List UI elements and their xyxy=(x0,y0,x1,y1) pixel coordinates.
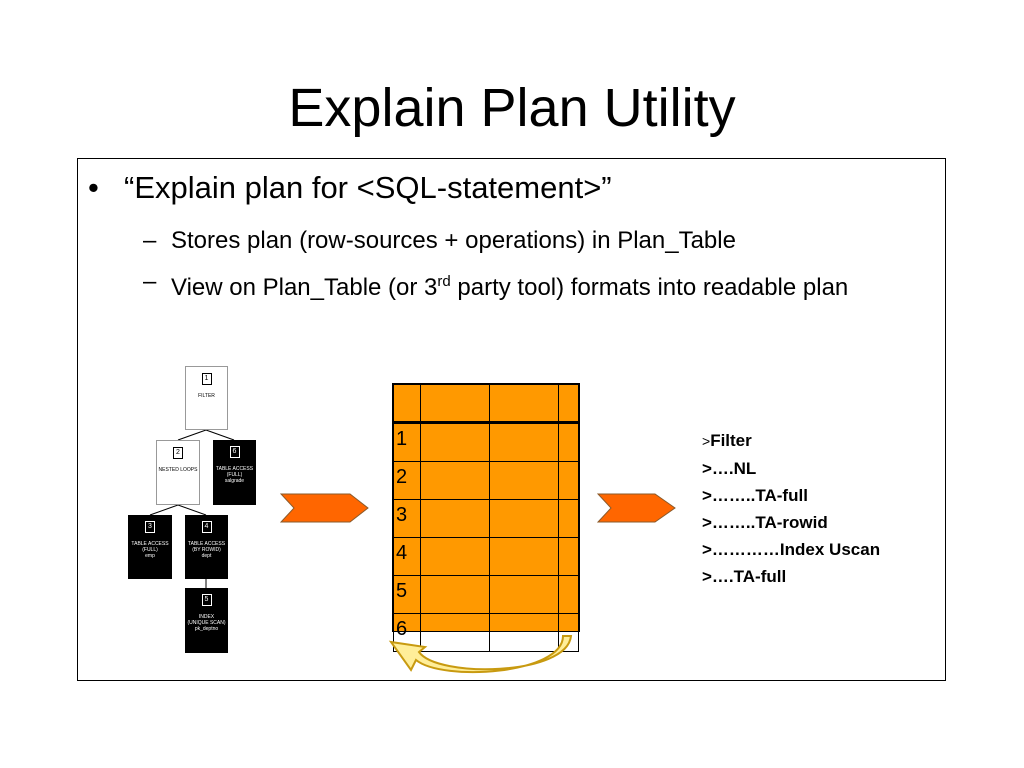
output-text: >…………Index Uscan xyxy=(702,540,881,559)
row-number: 2 xyxy=(393,461,421,500)
content-frame xyxy=(77,158,946,681)
bullet-main: • “Explain plan for <SQL-statement>” xyxy=(88,168,612,208)
readable-plan-output: >Filter >….NL >……..TA-full >……..TA-rowid… xyxy=(702,427,880,590)
output-line: >….TA-full xyxy=(702,563,880,590)
node-access-mode: (FULL) xyxy=(226,472,243,478)
sub-bullet-1-text: Stores plan (row-sources + operations) i… xyxy=(171,227,736,254)
node-label: FILTER xyxy=(198,393,215,399)
node-label: TABLE ACCESS xyxy=(215,466,254,472)
output-line: >….NL xyxy=(702,455,880,482)
row-number: 3 xyxy=(393,499,421,538)
output-line: >…………Index Uscan xyxy=(702,536,880,563)
output-text: Filter xyxy=(710,431,752,450)
row-number: 4 xyxy=(393,537,421,576)
output-text: >….NL xyxy=(702,459,757,478)
node-object: emp xyxy=(145,553,155,559)
output-line: >Filter xyxy=(702,427,880,455)
node-label: TABLE ACCESS xyxy=(131,541,169,547)
output-text: >……..TA-full xyxy=(702,486,808,505)
curved-return-arrow-icon xyxy=(388,635,573,674)
bullet-main-text: “Explain plan for <SQL-statement>” xyxy=(124,170,612,205)
sub-bullet-2-part-b: party tool) formats into readable plan xyxy=(450,274,849,301)
sub-bullet-2-text: View on Plan_Table (or 3rd party tool) f… xyxy=(171,266,931,304)
node-number: 2 xyxy=(173,447,183,459)
sub-bullet-2-superscript: rd xyxy=(437,273,451,290)
slide-title: Explain Plan Utility xyxy=(288,78,736,138)
node-number: 5 xyxy=(201,594,212,606)
output-text: >……..TA-rowid xyxy=(702,513,828,532)
arrow-right-icon xyxy=(280,493,369,523)
node-object: salgrade xyxy=(224,478,245,484)
sub-bullet-2-part-a: View on Plan_Table (or 3 xyxy=(171,274,438,301)
node-label: NESTED LOOPS xyxy=(158,467,198,473)
output-line: >……..TA-full xyxy=(702,482,880,509)
plan-node-filter: 1 FILTER xyxy=(185,366,228,430)
row-number: 1 xyxy=(393,422,421,462)
bullet-symbol: • xyxy=(88,170,99,205)
plan-node-index-unique-scan: 5 INDEX (UNIQUE SCAN) pk_deptno xyxy=(185,588,228,653)
tree-connectors xyxy=(149,429,235,588)
node-object: pk_deptno xyxy=(194,626,219,632)
row-number: 5 xyxy=(393,575,421,614)
node-number: 6 xyxy=(229,446,240,458)
plan-node-table-access-emp: 3 TABLE ACCESS (FULL) emp xyxy=(128,515,172,579)
node-number: 1 xyxy=(201,373,212,385)
node-label: INDEX xyxy=(198,614,215,620)
output-prefix: > xyxy=(702,433,711,449)
node-label: TABLE ACCESS xyxy=(187,541,226,547)
node-number: 3 xyxy=(145,521,155,533)
node-access-mode: (UNIQUE SCAN) xyxy=(187,620,226,626)
node-number: 4 xyxy=(201,521,212,533)
plan-node-table-access-dept: 4 TABLE ACCESS (BY ROWID) dept xyxy=(185,515,228,579)
node-access-mode: (BY ROWID) xyxy=(192,547,221,553)
dash-symbol: – xyxy=(143,227,157,254)
dash-symbol: – xyxy=(143,268,157,295)
node-access-mode: (FULL) xyxy=(142,547,158,553)
output-text: >….TA-full xyxy=(702,567,787,586)
plan-table: 1 2 3 4 5 6 xyxy=(392,383,580,652)
plan-node-nested-loops: 2 NESTED LOOPS xyxy=(156,440,200,505)
plan-node-table-access-salgrade: 6 TABLE ACCESS (FULL) salgrade xyxy=(213,440,256,505)
arrow-right-icon xyxy=(597,493,676,523)
output-line: >……..TA-rowid xyxy=(702,509,880,536)
node-object: dept xyxy=(201,553,212,559)
